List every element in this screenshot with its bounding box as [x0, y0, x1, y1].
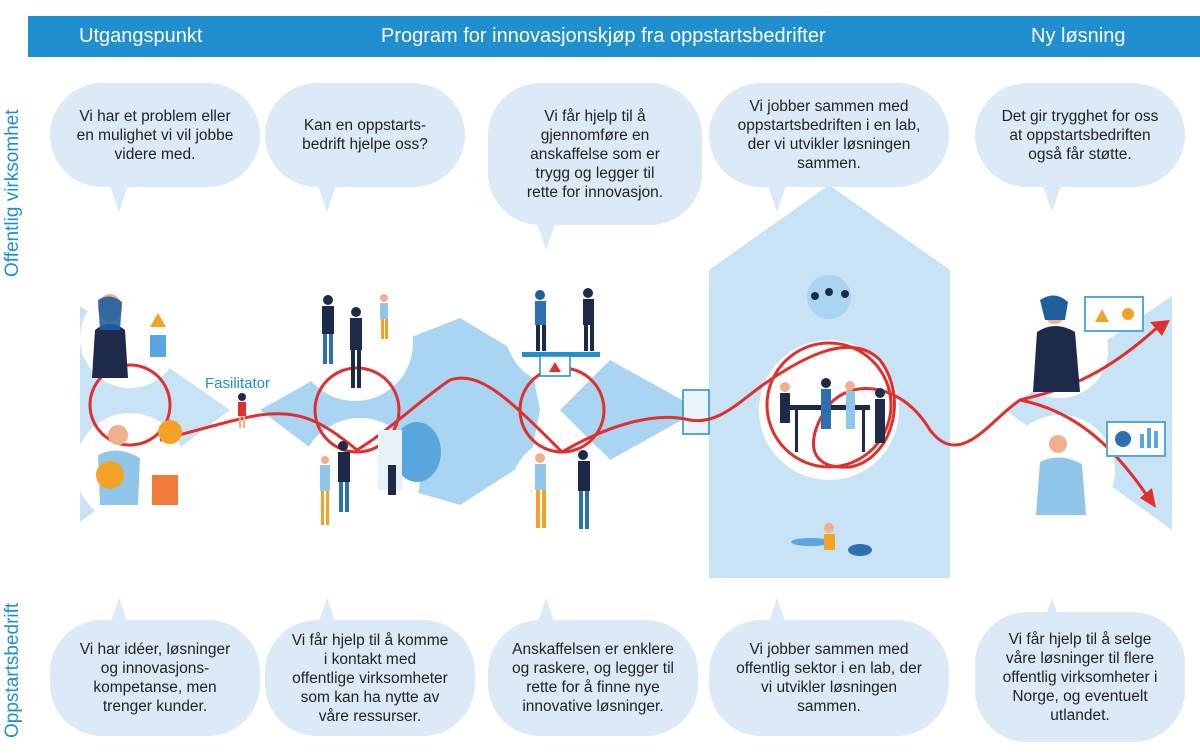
bubble-public-5-text: Det gir trygghet for oss at oppstartsbed…	[1001, 107, 1159, 163]
bubble-startup-2: Vi får hjelp til å komme i kontakt med o…	[265, 620, 475, 736]
people-procure-top	[522, 288, 600, 377]
path-line	[159, 323, 1162, 469]
people-match-top	[322, 294, 388, 388]
bubble-public-5-tail	[1043, 186, 1061, 212]
bubble-startup-2-tail	[318, 598, 336, 624]
circle-procure-bottom	[510, 437, 620, 547]
bubble-startup-4-text: Vi jobber sammen med offentlig sektor i …	[736, 641, 922, 715]
bubble-public-4-text: Vi jobber sammen med oppstartsbedriften …	[737, 98, 921, 172]
bubble-startup-1-text: Vi har idéer, løsninger og innovasjons- …	[79, 641, 231, 715]
bubble-startup-4-tail	[768, 598, 786, 624]
facilitator-label: Fasilitator	[205, 375, 271, 392]
bubble-public-1-text: Vi har et problem eller en mulighet vi v…	[76, 107, 234, 163]
bubble-public-2-tail	[318, 186, 336, 212]
bubble-startup-4: Vi jobber sammen med offentlig sektor i …	[709, 620, 949, 736]
bubble-public-5: Det gir trygghet for oss at oppstartsbed…	[975, 83, 1185, 187]
bubble-public-2-text: Kan en oppstarts- bedrift hjelpe oss?	[302, 117, 428, 153]
header-bar: Utgangspunkt Program for innovasjonskjøp…	[28, 16, 1200, 57]
facilitator-figure	[238, 393, 246, 428]
header-program-label: Program for innovasjonskjøp fra oppstart…	[381, 25, 826, 47]
connector-square	[682, 389, 710, 435]
bubble-startup-5-text: Vi får hjelp til å selge våre løsninger …	[1002, 630, 1158, 724]
bubble-startup-1: Vi har idéer, løsninger og innovasjons- …	[50, 620, 260, 736]
bubble-public-4-tail	[768, 186, 786, 212]
person-public-start	[92, 294, 166, 378]
bubble-public-1-tail	[110, 186, 128, 212]
people-procure-bottom	[535, 450, 590, 529]
header-start-label: Utgangspunkt	[79, 25, 203, 47]
bubble-startup-3: Anskaffelsen er enklere og raskere, og l…	[488, 620, 698, 736]
people-result	[1033, 295, 1166, 515]
bubble-public-1: Vi har et problem eller en mulighet vi v…	[50, 83, 260, 187]
person-startup-start	[96, 420, 182, 505]
lab-scene	[780, 275, 885, 556]
people-match-bottom	[320, 422, 441, 525]
bubble-startup-2-text: Vi får hjelp til å komme i kontakt med o…	[291, 631, 449, 725]
bubble-startup-3-text: Anskaffelsen er enklere og raskere, og l…	[512, 641, 674, 715]
bubble-startup-5: Vi får hjelp til å selge våre løsninger …	[975, 612, 1185, 742]
path-loop-start	[88, 363, 172, 447]
bubble-public-3-tail	[537, 224, 555, 250]
bubble-startup-3-tail	[537, 598, 555, 624]
header-result-label: Ny løsning	[1031, 25, 1126, 47]
bubble-public-3-text: Vi får hjelp til å gjennomføre en anskaf…	[526, 107, 664, 201]
path-branch	[1019, 398, 1152, 501]
bubble-public-3: Vi får hjelp til å gjennomføre en anskaf…	[488, 83, 702, 225]
bubble-public-2: Kan en oppstarts- bedrift hjelpe oss?	[265, 83, 465, 187]
path-loop-lab	[765, 341, 893, 469]
arrow-head-up	[1150, 320, 1170, 336]
arrow-head-down	[1140, 488, 1156, 508]
bubble-public-4: Vi jobber sammen med oppstartsbedriften …	[709, 83, 949, 187]
bubble-startup-1-tail	[110, 598, 128, 624]
